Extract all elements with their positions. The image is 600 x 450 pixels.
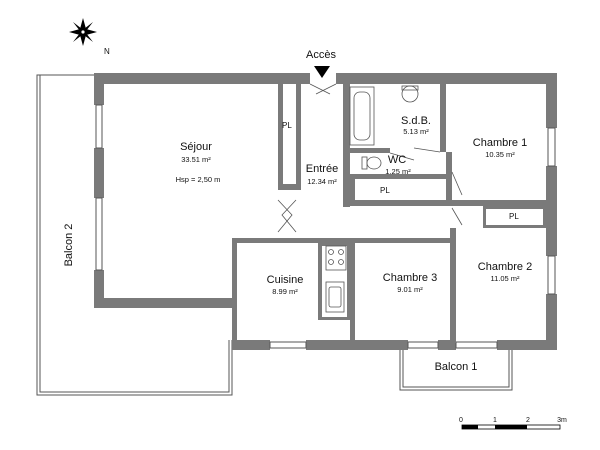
compass-icon: N bbox=[69, 18, 110, 56]
room-area: 10.35 m² bbox=[485, 150, 515, 159]
scale-tick: 2 bbox=[526, 417, 530, 424]
room-sdb: S.d.B. 5.13 m² bbox=[401, 115, 431, 136]
room-area: 5.13 m² bbox=[403, 127, 429, 136]
access-arrow-icon bbox=[314, 66, 330, 78]
room-area: 8.99 m² bbox=[272, 287, 298, 296]
room-area: 1.25 m² bbox=[385, 167, 411, 176]
room-name: Entrée bbox=[306, 163, 338, 175]
room-chambre-2: Chambre 2 11.05 m² bbox=[478, 261, 532, 283]
balcony-1: Balcon 1 bbox=[399, 350, 513, 391]
exterior-walls bbox=[94, 73, 557, 350]
scale-tick: 3m bbox=[557, 417, 567, 424]
room-name: S.d.B. bbox=[401, 115, 431, 127]
ceiling-height: Hsp = 2,50 m bbox=[176, 175, 221, 184]
room-name: Cuisine bbox=[267, 274, 304, 286]
room-chambre-1: Chambre 1 10.35 m² bbox=[473, 137, 527, 159]
closet-label: PL bbox=[380, 186, 390, 195]
room-area: 11.05 m² bbox=[490, 274, 520, 283]
scale-tick: 0 bbox=[459, 417, 463, 424]
balcony-2 bbox=[36, 74, 233, 396]
room-area: 33.51 m² bbox=[181, 155, 211, 164]
room-chambre-3: Chambre 3 9.01 m² bbox=[383, 272, 437, 294]
room-area: 12.34 m² bbox=[307, 177, 337, 186]
balcony-1-label: Balcon 1 bbox=[435, 361, 478, 373]
compass-north-label: N bbox=[104, 47, 110, 56]
room-area: 9.01 m² bbox=[397, 285, 423, 294]
windows bbox=[95, 104, 556, 349]
interior-walls bbox=[232, 84, 546, 343]
balcony-2-label: Balcon 2 bbox=[63, 224, 75, 267]
closet-label: PL bbox=[282, 121, 292, 130]
room-sejour: Séjour 33.51 m² Hsp = 2,50 m bbox=[176, 141, 221, 184]
fixtures bbox=[325, 85, 419, 313]
room-name: WC bbox=[388, 154, 406, 166]
scale-tick: 1 bbox=[493, 417, 497, 424]
scale-bar: 0 1 2 3m bbox=[459, 417, 567, 430]
closet-label: PL bbox=[509, 212, 519, 221]
room-entree: Entrée 12.34 m² bbox=[306, 163, 338, 186]
doors bbox=[277, 83, 463, 233]
access-label: Accès bbox=[306, 49, 336, 61]
room-wc: WC 1.25 m² bbox=[385, 154, 411, 176]
room-name: Séjour bbox=[180, 141, 212, 153]
room-name: Chambre 3 bbox=[383, 272, 437, 284]
room-name: Chambre 2 bbox=[478, 261, 532, 273]
room-cuisine: Cuisine 8.99 m² bbox=[267, 274, 304, 296]
room-name: Chambre 1 bbox=[473, 137, 527, 149]
